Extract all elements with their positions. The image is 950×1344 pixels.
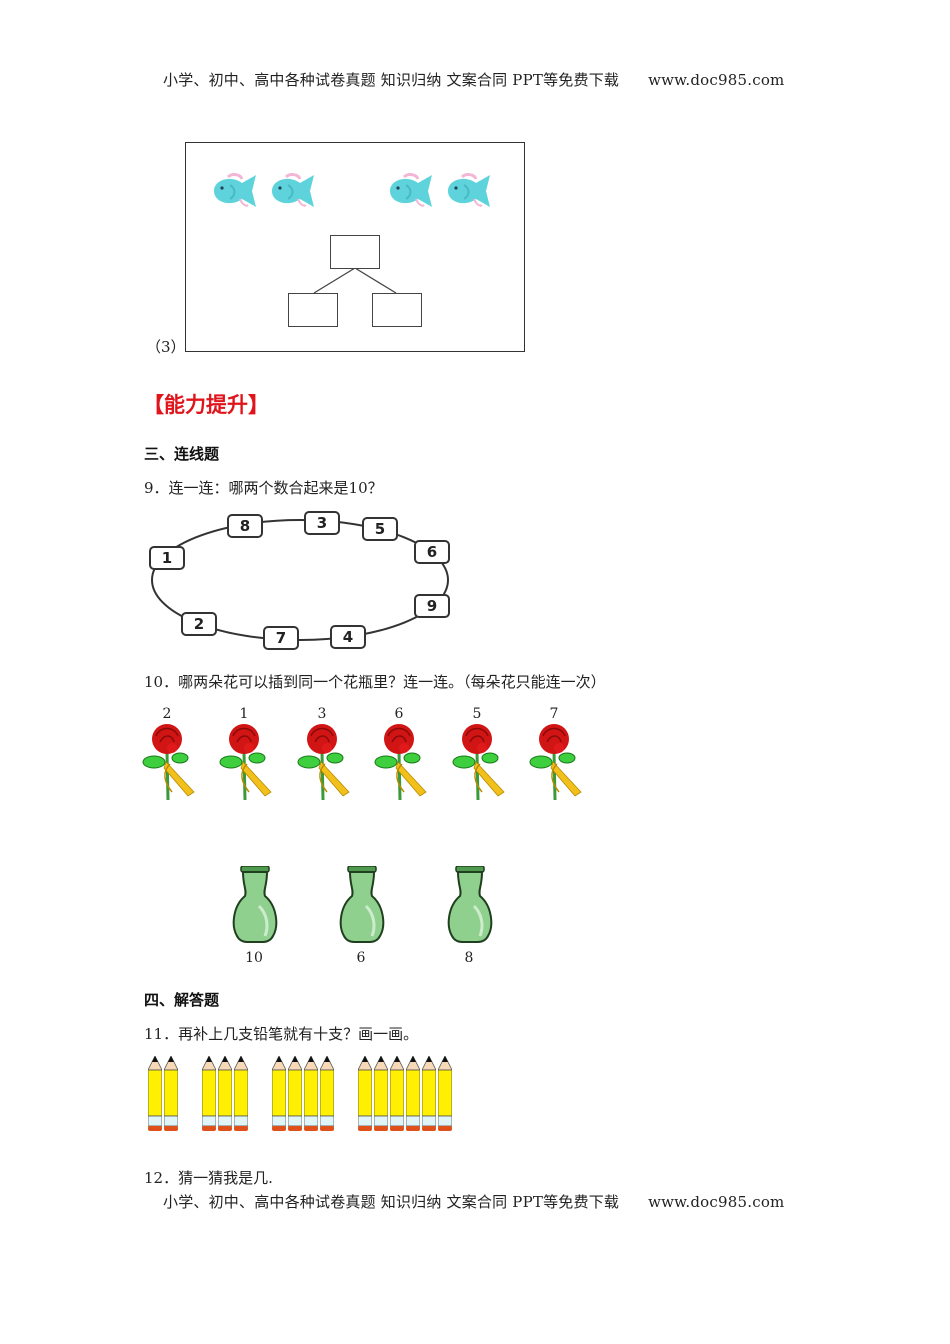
question-9-text: 9．连一连：哪两个数合起来是10？ (144, 479, 383, 497)
flower-5[interactable]: 5 (452, 706, 512, 802)
total-answer-box[interactable] (330, 235, 380, 269)
rose-icon (142, 722, 196, 802)
pencil-icon (390, 1056, 404, 1132)
flower-number: 7 (549, 706, 559, 722)
question-10-text: 10．哪两朵花可以插到同一个花瓶里？连一连。（每朵花只能连一次） (144, 673, 606, 691)
flower-6[interactable]: 6 (374, 706, 434, 802)
pencil-icon (374, 1056, 388, 1132)
question-12-text: 12．猜一猜我是几. (144, 1169, 273, 1187)
fish-illustration (212, 173, 492, 294)
vase-number: 8 (464, 950, 474, 966)
pencil-icon (320, 1056, 334, 1132)
vase-number: 10 (245, 950, 263, 966)
number-box-2[interactable]: 2 (181, 612, 217, 636)
page-header: 小学、初中、高中各种试卷真题 知识归纳 文案合同 PPT等免费下载 www.do… (163, 69, 784, 90)
pencil-icon (406, 1056, 420, 1132)
flower-number: 1 (239, 706, 249, 722)
flower-7[interactable]: 7 (529, 706, 589, 802)
flower-1[interactable]: 1 (219, 706, 279, 802)
number-box-3[interactable]: 3 (304, 511, 340, 535)
fish-icon (446, 173, 492, 209)
number-box-6[interactable]: 6 (414, 540, 450, 564)
rose-icon (374, 722, 428, 802)
page-footer: 小学、初中、高中各种试卷真题 知识归纳 文案合同 PPT等免费下载 www.do… (163, 1191, 784, 1212)
pencil-icon (304, 1056, 318, 1132)
left-part-answer-box[interactable] (288, 293, 338, 327)
footer-url: www.doc985.com (648, 1193, 785, 1211)
rose-icon (452, 722, 506, 802)
vase-8[interactable]: 8 (444, 866, 504, 966)
number-box-8[interactable]: 8 (227, 514, 263, 538)
vase-icon (232, 866, 278, 944)
number-ring: 8 3 5 1 6 9 2 7 4 (140, 505, 460, 655)
flower-number: 5 (472, 706, 482, 722)
header-url: www.doc985.com (648, 71, 785, 89)
question-11-text: 11．再补上几支铅笔就有十支？画一画。 (144, 1025, 419, 1043)
pencil-icon (218, 1056, 232, 1132)
ability-section-title: 【能力提升】 (143, 393, 269, 417)
right-part-answer-box[interactable] (372, 293, 422, 327)
vase-number: 6 (356, 950, 366, 966)
pencil-icon (164, 1056, 178, 1132)
rose-icon (297, 722, 351, 802)
flower-number: 3 (317, 706, 327, 722)
pencil-icon (234, 1056, 248, 1132)
number-box-9[interactable]: 9 (414, 594, 450, 618)
flower-2[interactable]: 2 (142, 706, 202, 802)
rose-icon (219, 722, 273, 802)
rose-icon (529, 722, 583, 802)
number-box-5[interactable]: 5 (362, 517, 398, 541)
pencil-icon (438, 1056, 452, 1132)
flower-3[interactable]: 3 (297, 706, 357, 802)
footer-text: 小学、初中、高中各种试卷真题 知识归纳 文案合同 PPT等免费下载 (163, 1193, 620, 1211)
pencil-groups (148, 1056, 468, 1136)
section-3-title: 三、连线题 (144, 445, 220, 463)
fish-icon (388, 173, 434, 209)
vase-6[interactable]: 6 (336, 866, 396, 966)
header-text: 小学、初中、高中各种试卷真题 知识归纳 文案合同 PPT等免费下载 (163, 71, 620, 89)
fish-icon (212, 173, 258, 209)
vase-icon (447, 866, 493, 944)
pencil-icon (358, 1056, 372, 1132)
fish-decomposition-box (185, 142, 525, 352)
fish-icon (270, 173, 316, 209)
number-box-4[interactable]: 4 (330, 625, 366, 649)
flower-number: 2 (162, 706, 172, 722)
pencil-icon (148, 1056, 162, 1132)
number-box-7[interactable]: 7 (263, 626, 299, 650)
pencil-icon (202, 1056, 216, 1132)
number-box-1[interactable]: 1 (149, 546, 185, 570)
section-4-title: 四、解答题 (144, 991, 220, 1009)
pencil-icon (422, 1056, 436, 1132)
vase-icon (339, 866, 385, 944)
pencil-icon (272, 1056, 286, 1132)
pencil-icon (288, 1056, 302, 1132)
item-3-label: （3） (146, 338, 186, 356)
flower-number: 6 (394, 706, 404, 722)
vase-10[interactable]: 10 (229, 866, 289, 966)
ring-outline (151, 519, 449, 641)
